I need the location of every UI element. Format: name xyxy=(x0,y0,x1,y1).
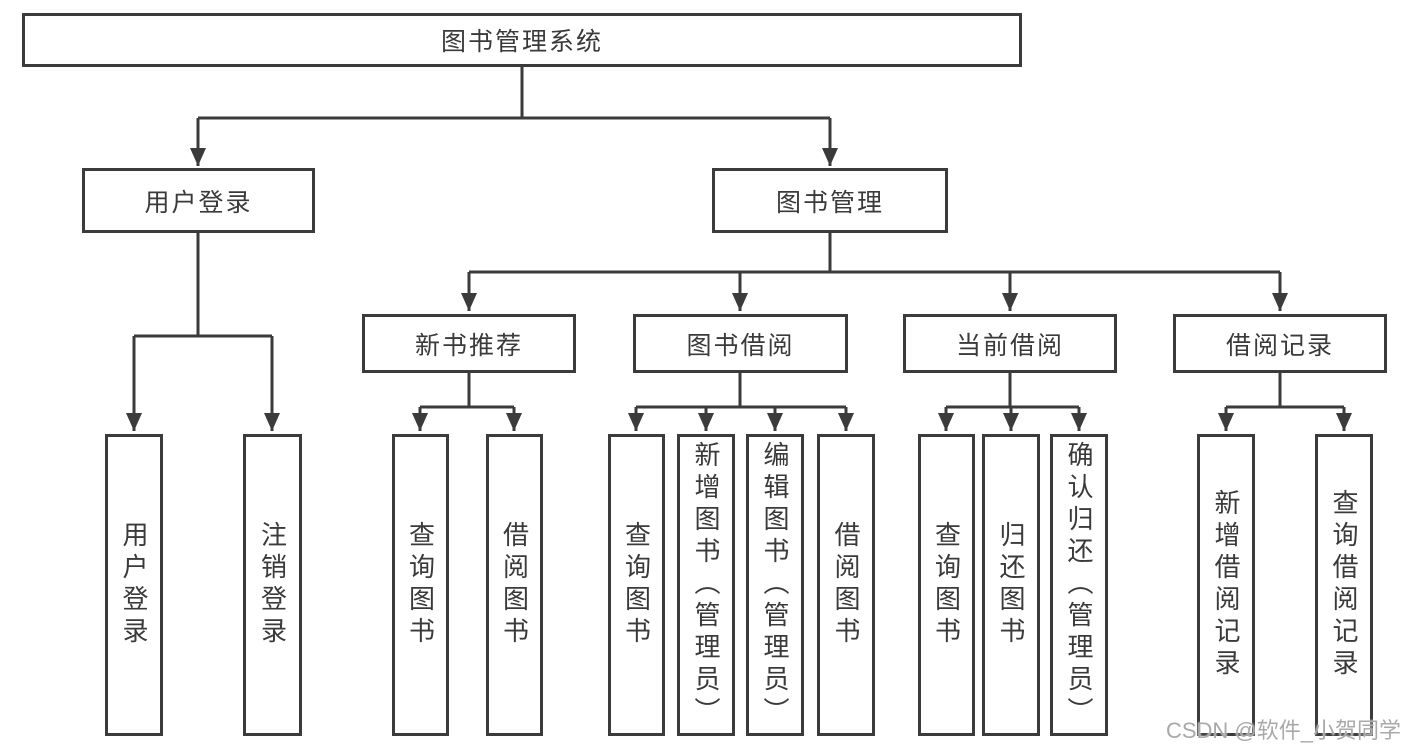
node-borrow-records: 借阅记录 xyxy=(1173,314,1387,373)
node-current-borrow-label: 当前借阅 xyxy=(955,331,1064,360)
leaf-query-borrow-record-label: 查询借阅记录 xyxy=(1329,489,1359,681)
node-new-book-recommend-label: 新书推荐 xyxy=(414,331,523,360)
node-library-system: 图书管理系统 xyxy=(22,13,1022,67)
leaf-add-borrow-record: 新增借阅记录 xyxy=(1197,434,1255,736)
leaf-confirm-return-admin-label: 确认归还（管理员） xyxy=(1064,441,1094,729)
leaf-query-books-2: 查询图书 xyxy=(608,434,665,736)
leaf-user-login-label: 用户登录 xyxy=(119,521,149,649)
leaf-logout-label: 注销登录 xyxy=(257,521,288,649)
leaf-add-borrow-record-label: 新增借阅记录 xyxy=(1211,489,1241,681)
leaf-logout: 注销登录 xyxy=(243,434,302,736)
leaf-query-books-1-label: 查询图书 xyxy=(405,521,436,649)
leaf-user-login: 用户登录 xyxy=(105,434,163,736)
node-book-borrow: 图书借阅 xyxy=(633,314,848,373)
node-user-login: 用户登录 xyxy=(82,168,315,233)
leaf-return-books-label: 归还图书 xyxy=(996,521,1026,649)
leaf-return-books: 归还图书 xyxy=(982,434,1040,736)
node-current-borrow: 当前借阅 xyxy=(903,314,1117,373)
node-borrow-records-label: 借阅记录 xyxy=(1225,331,1334,360)
leaf-query-borrow-record: 查询借阅记录 xyxy=(1315,434,1373,736)
node-user-login-label: 用户登录 xyxy=(144,188,253,217)
node-book-management: 图书管理 xyxy=(712,168,948,233)
leaf-borrow-books-1-label: 借阅图书 xyxy=(499,521,530,649)
leaf-edit-books-admin: 编辑图书（管理员） xyxy=(746,434,804,736)
node-library-system-label: 图书管理系统 xyxy=(440,28,603,56)
leaf-query-books-3: 查询图书 xyxy=(918,434,975,736)
leaf-add-books-admin: 新增图书（管理员） xyxy=(677,434,735,736)
leaf-borrow-books-2: 借阅图书 xyxy=(817,434,875,736)
node-book-borrow-label: 图书借阅 xyxy=(686,331,795,360)
csdn-watermark: CSDN @软件_小贺同学 xyxy=(1165,718,1401,743)
leaf-borrow-books-2-label: 借阅图书 xyxy=(831,521,861,649)
leaf-query-books-1: 查询图书 xyxy=(392,434,449,736)
node-new-book-recommend: 新书推荐 xyxy=(362,314,576,373)
leaf-edit-books-admin-label: 编辑图书（管理员） xyxy=(760,441,790,729)
leaf-query-books-2-label: 查询图书 xyxy=(621,521,652,649)
node-book-management-label: 图书管理 xyxy=(775,188,884,217)
leaf-confirm-return-admin: 确认归还（管理员） xyxy=(1050,434,1108,736)
leaf-borrow-books-1: 借阅图书 xyxy=(486,434,543,736)
leaf-add-books-admin-label: 新增图书（管理员） xyxy=(691,441,721,729)
leaf-query-books-3-label: 查询图书 xyxy=(931,521,962,649)
